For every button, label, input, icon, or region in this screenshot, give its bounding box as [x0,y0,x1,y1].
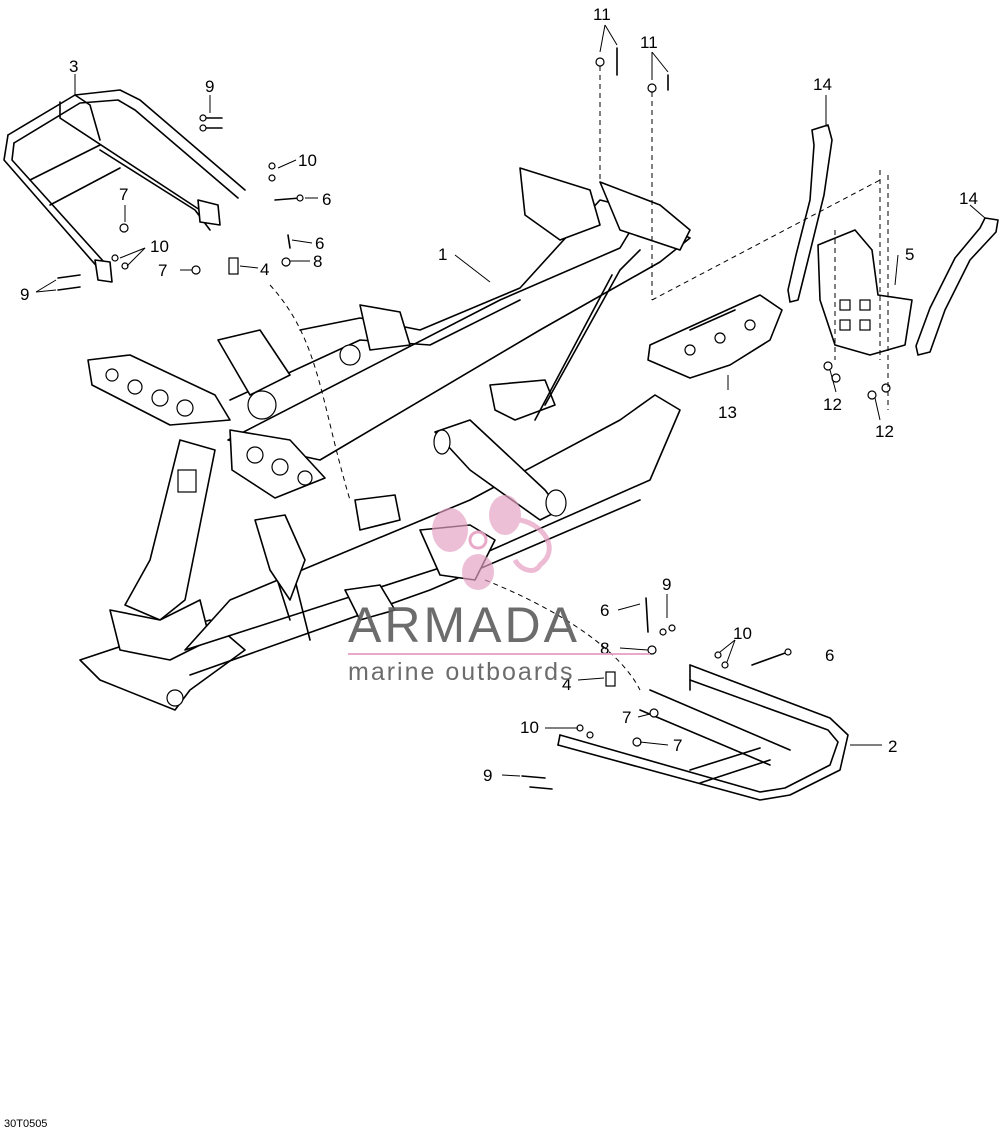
callout-4-lower: 4 [562,675,571,694]
drawing-code: 30T0505 [4,1118,47,1130]
handles [787,124,999,356]
callout-7-lower-b: 7 [673,736,682,755]
callout-11-b: 11 [640,33,658,52]
callout-10-lower-b: 10 [520,718,539,737]
fasteners [57,47,891,790]
callout-14-a: 14 [813,75,832,94]
callout-9-lower-b: 9 [483,766,492,785]
rear-rack [3,89,246,283]
side-plate [817,229,913,356]
watermark-brand: ARMADA [348,597,580,653]
callout-12-b: 12 [875,422,894,441]
callout-10-upper-b: 10 [150,237,169,256]
callout-9-lower-a: 9 [662,575,671,594]
callout-11-a: 11 [593,5,611,24]
callout-5: 5 [905,245,914,264]
callout-6-lower-a: 6 [600,601,609,620]
callouts: 1 2 3 4 4 5 6 6 6 6 7 7 7 7 8 8 9 9 9 9 … [20,5,978,785]
callout-7-upper-a: 7 [119,185,128,204]
callout-6-lower-b: 6 [825,646,834,665]
main-frame [79,167,691,711]
callout-6-upper-a: 6 [322,190,331,209]
callout-10-upper-a: 10 [298,151,317,170]
watermark-tagline: marine outboards [348,658,575,686]
callout-12-a: 12 [823,395,842,414]
callout-7-upper-b: 7 [158,261,167,280]
callout-4-upper: 4 [260,260,269,279]
front-rack [557,664,849,801]
callout-10-lower-a: 10 [733,624,752,643]
callout-8-lower: 8 [600,639,609,658]
callout-9-upper-b: 9 [20,285,29,304]
callout-14-b: 14 [959,189,978,208]
callout-9-upper-a: 9 [205,77,214,96]
leader-lines [35,24,986,777]
callout-13: 13 [718,403,737,422]
rear-plate [647,294,783,379]
callout-3: 3 [69,57,78,76]
callout-8-upper: 8 [313,252,322,271]
callout-1: 1 [438,245,447,264]
propeller-logo-icon [432,495,552,590]
callout-7-lower-a: 7 [622,708,631,727]
callout-6-upper-b: 6 [315,234,324,253]
watermark: ARMADA marine outboards [348,495,650,686]
callout-2: 2 [888,737,897,756]
